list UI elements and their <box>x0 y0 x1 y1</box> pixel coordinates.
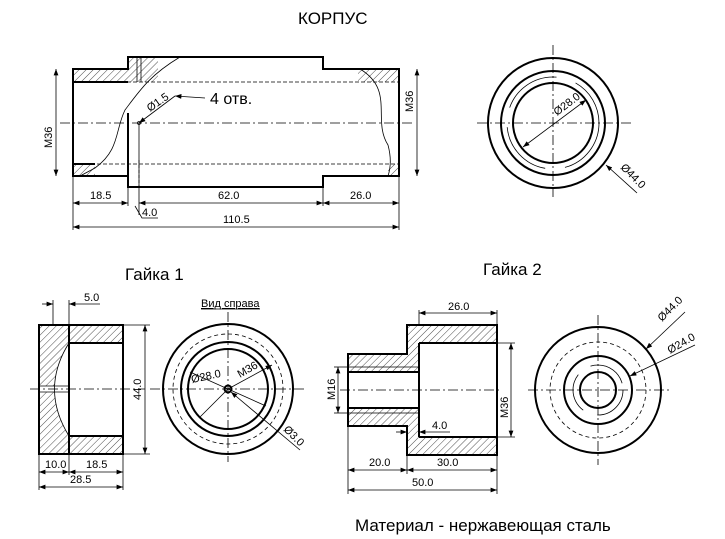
nut1-dim-10: 10.0 <box>45 459 66 471</box>
nut2-dim-30: 30.0 <box>437 457 458 469</box>
korpus-dia-44: Ø44.0 <box>618 162 648 192</box>
nut1-hole-dia-3: Ø3.0 <box>281 424 306 449</box>
nut1-dia-28: Ø28.0 <box>190 368 222 386</box>
nut2-dim-26: 26.0 <box>448 301 469 313</box>
korpus-dim-26: 26.0 <box>350 190 371 202</box>
korpus-end-view: Ø28.0 Ø44.0 <box>477 45 648 197</box>
korpus-side-view: Ø1.5 4 отв. M36 M36 18.5 62.0 26.0 4.0 1… <box>43 56 420 230</box>
nut1-dim-5: 5.0 <box>84 292 99 304</box>
korpus-dim-62: 62.0 <box>218 190 239 202</box>
nut2-dia-44: Ø44.0 <box>656 294 686 324</box>
korpus-dim-total: 110.5 <box>223 214 250 226</box>
nut2-end-view: Ø44.0 Ø24.0 <box>528 294 697 465</box>
nut1-thread-m36: M36 <box>236 360 261 381</box>
nut2-dim-50: 50.0 <box>412 477 433 489</box>
korpus-holes-count: 4 отв. <box>210 91 252 108</box>
nut1-dim-18-5: 18.5 <box>86 459 107 471</box>
nut2-title: Гайка 2 <box>483 260 542 279</box>
material-note: Материал - нержавеющая сталь <box>355 516 611 535</box>
nut1-section-view: 5.0 44.0 10.0 18.5 28.5 <box>30 292 150 490</box>
nut1-title: Гайка 1 <box>125 265 184 284</box>
korpus-dim-18-5: 18.5 <box>90 190 111 202</box>
nut1-dim-44: 44.0 <box>132 379 144 400</box>
nut2-m16: M16 <box>326 379 338 400</box>
nut2-m36: M36 <box>499 397 511 418</box>
korpus-dim-4: 4.0 <box>142 207 157 219</box>
nut1-right-view: Вид справа Ø28.0 M36 Ø3.0 <box>150 298 306 462</box>
nut1-right-view-label: Вид справа <box>201 298 260 310</box>
korpus-m36-left: M36 <box>43 127 55 148</box>
nut1-dim-28-5: 28.5 <box>70 474 91 486</box>
korpus-m36-right: M36 <box>404 91 416 112</box>
korpus-hole-dia: Ø1.5 <box>145 91 171 115</box>
nut2-section-view: 26.0 M16 M36 4.0 20.0 30.0 50.0 <box>326 301 515 494</box>
nut2-dia-24: Ø24.0 <box>666 331 698 356</box>
nut2-dim-4: 4.0 <box>432 420 447 432</box>
korpus-title: КОРПУС <box>298 9 368 28</box>
nut2-dim-20: 20.0 <box>369 457 390 469</box>
